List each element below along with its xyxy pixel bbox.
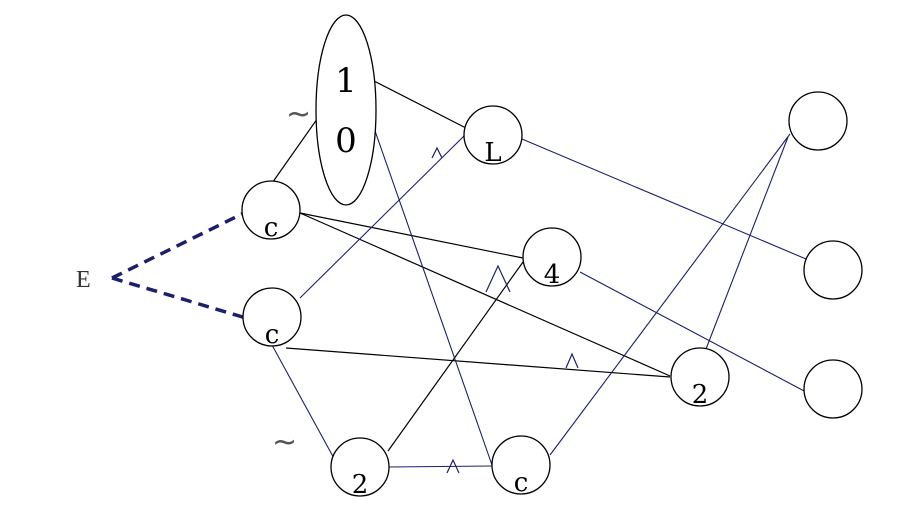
edge-midcenter-farbottom bbox=[579, 271, 807, 393]
node-mid-top-label: L bbox=[484, 138, 501, 168]
node-right-center: 2 bbox=[670, 347, 730, 410]
node-top-ellipse: 1 0 bbox=[315, 14, 377, 206]
edge-lb-midtop bbox=[299, 133, 467, 299]
edge-top-midtop bbox=[371, 79, 467, 129]
node-right-center-label: 2 bbox=[692, 380, 709, 410]
top-node-value-1: 1 bbox=[335, 61, 357, 101]
caret-mark-4 bbox=[446, 458, 460, 474]
caret-marks bbox=[431, 146, 579, 474]
node-bottom-left-circle bbox=[330, 437, 390, 497]
node-mid-top: L bbox=[463, 105, 523, 168]
top-ellipse-shape bbox=[315, 14, 377, 206]
node-far-mid-circle bbox=[803, 240, 863, 300]
edge-lb-rightcenter bbox=[285, 347, 671, 378]
node-left-bottom-circle bbox=[242, 287, 302, 347]
source-label: E bbox=[76, 267, 91, 293]
edge-e-left-bottom bbox=[111, 276, 247, 320]
edge-fartop-rightcenter bbox=[705, 136, 789, 350]
caret-mark-1 bbox=[431, 146, 443, 159]
edges bbox=[111, 79, 807, 468]
node-mid-top-circle bbox=[463, 105, 523, 165]
tilde-mark-bottom: ~ bbox=[272, 425, 297, 460]
node-far-mid bbox=[803, 240, 863, 300]
node-left-bottom: c bbox=[242, 287, 302, 350]
edge-lb-bottomleft bbox=[271, 344, 337, 463]
node-mid-center-circle bbox=[522, 227, 582, 287]
node-far-top-circle bbox=[788, 91, 848, 151]
node-far-top bbox=[788, 91, 848, 151]
node-left-top: c bbox=[241, 180, 301, 243]
node-far-bottom-circle bbox=[803, 359, 863, 419]
edge-midtop-farmid bbox=[521, 138, 807, 260]
node-bottom-left-label: 2 bbox=[352, 470, 369, 500]
top-node-value-2: 0 bbox=[335, 121, 357, 161]
caret-mark-2 bbox=[485, 264, 511, 293]
edge-fartop-bottomright bbox=[549, 133, 791, 456]
edge-bottomleft-bottomright bbox=[388, 465, 493, 468]
node-bottom-left: 2 bbox=[330, 437, 390, 500]
edge-e-left-top bbox=[111, 210, 247, 280]
edge-top-bottomright bbox=[359, 87, 493, 466]
node-mid-center: 4 bbox=[522, 227, 582, 290]
edge-lt-rightcenter bbox=[299, 212, 671, 377]
node-bottom-right: c bbox=[491, 435, 551, 498]
caret-mark-3 bbox=[565, 352, 579, 369]
node-left-top-label: c bbox=[264, 213, 279, 243]
node-left-top-circle bbox=[241, 180, 301, 240]
edge-bl-midcenter bbox=[387, 261, 524, 452]
node-far-bottom bbox=[803, 359, 863, 419]
tilde-mark-top: ~ bbox=[286, 97, 311, 132]
node-bottom-right-circle bbox=[491, 435, 551, 495]
node-left-bottom-label: c bbox=[265, 320, 280, 350]
node-bottom-right-label: c bbox=[514, 468, 529, 498]
node-mid-center-label: 4 bbox=[544, 260, 561, 290]
node-right-center-circle bbox=[670, 347, 730, 407]
